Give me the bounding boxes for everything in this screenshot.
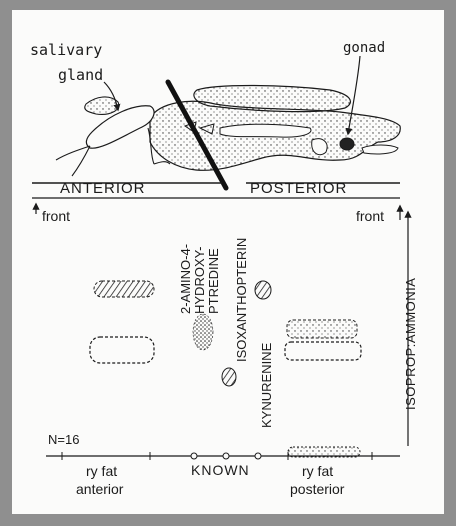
gut-channel [220,124,311,137]
posterior-spot-upper [287,320,357,338]
fat-anterior-label-1: ry fat [86,463,117,479]
svg-text:PTREDINE: PTREDINE [206,248,221,314]
gonad-label: gonad [343,40,385,56]
posterior-spot-lower [285,342,361,360]
origin-spot-1 [191,453,197,459]
isoxanthopterin-spot [222,368,236,386]
gonad [340,138,354,150]
kynurenine-label: KYNURENINE [259,342,274,428]
isoxanthopterin-label: ISOXANTHOPTERIN [234,238,249,362]
fat-anterior-label-2: anterior [76,481,124,497]
front-label-left: front [42,208,70,224]
posterior-label: POSTERIOR [250,180,347,197]
aminohydroxypteridine-spot [193,314,213,350]
solvent-label: ISOPROP:AMMONIA [403,278,418,410]
n-count-label: N=16 [48,432,79,447]
front-label-right: front [356,208,384,224]
anterior-spot-upper [94,281,154,297]
organ-drawing [56,56,400,188]
fat-posterior-label-2: posterior [290,481,345,497]
gut-channel-2 [362,145,398,154]
anterior-label: ANTERIOR [60,180,146,197]
known-label: KNOWN [191,462,250,478]
gland-label: gland [58,66,103,84]
kynurenine-spot [255,281,271,299]
origin-spot-2 [223,453,229,459]
salivary-gland-lobe [85,97,119,114]
gut-pouch [312,139,327,155]
anterior-spot-lower [90,337,154,363]
svg-text:HYDROXY-: HYDROXY- [192,247,207,314]
aminohydroxypteridine-label: 2-AMINO-4- HYDROXY- PTREDINE [178,244,221,314]
spots [90,281,361,457]
origin-spot-3 [255,453,261,459]
fat-posterior-label-1: ry fat [302,463,333,479]
svg-text:2-AMINO-4-: 2-AMINO-4- [178,244,193,314]
posterior-origin-spot [288,447,360,457]
salivary-label: salivary [30,41,102,59]
